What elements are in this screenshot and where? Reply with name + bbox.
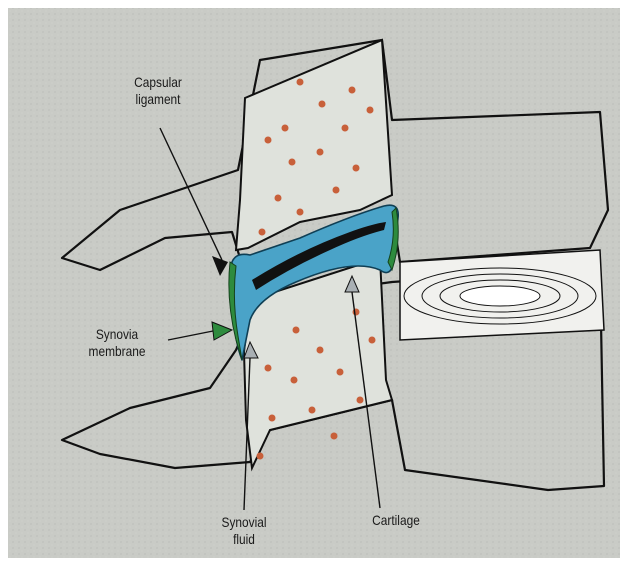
intervertebral-disc (400, 250, 604, 340)
capsular-ligament-label-line2: ligament (117, 91, 199, 108)
cartilage-label-line1: Cartilage (354, 512, 439, 529)
synovial-fluid-label-line1: Synovial (203, 514, 285, 531)
capsular-ligament-label: Capsular ligament (117, 74, 199, 108)
synovial-membrane-label: Synovia membrane (70, 326, 164, 360)
cartilage-label: Cartilage (354, 512, 439, 529)
synovial-fluid-label-line2: fluid (203, 531, 285, 548)
capsular-ligament-label-line1: Capsular (117, 74, 199, 91)
synovial-fluid-label: Synovial fluid (203, 514, 285, 548)
synovial-membrane-label-line2: membrane (70, 343, 164, 360)
synovial-membrane-label-line1: Synovia (70, 326, 164, 343)
